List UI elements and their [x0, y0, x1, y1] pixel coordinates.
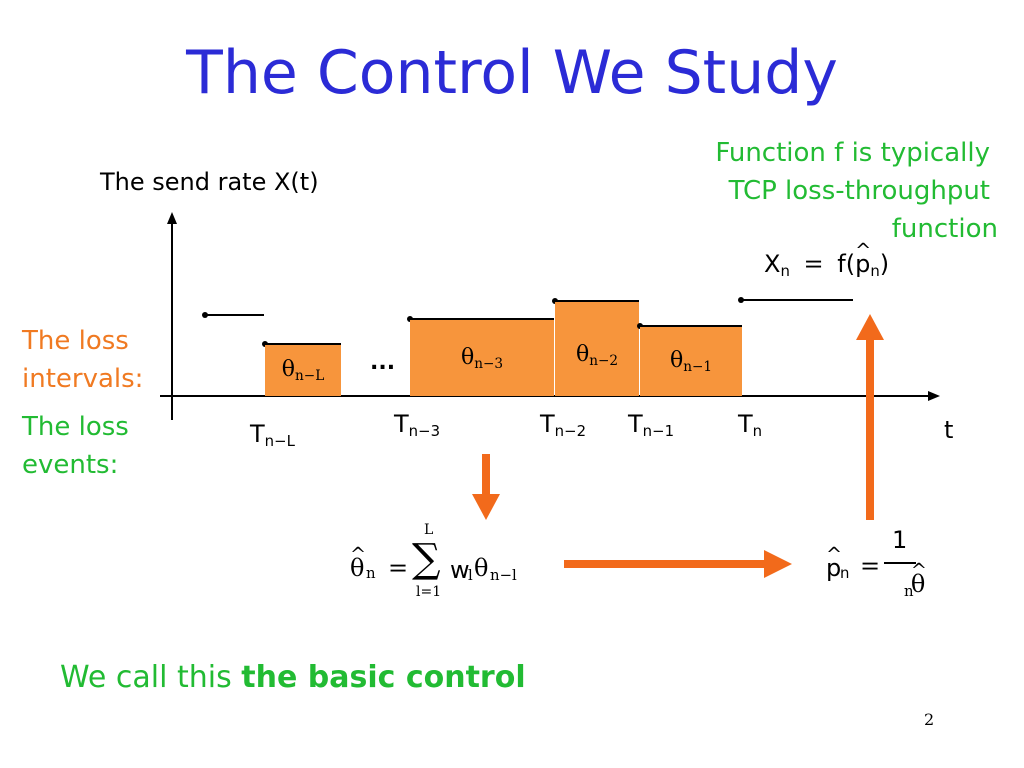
interval-bar-n-1: θn−1 [640, 325, 742, 396]
interval-label: θn−L [281, 357, 325, 384]
note-line-2: TCP loss-throughput [728, 176, 990, 206]
interval-bar-n-3: θn−3 [410, 318, 554, 396]
loss-events-label: The loss events: [22, 412, 129, 480]
y-axis-arrowhead [167, 212, 177, 224]
weighted-average-formula: ^θ n = L ∑ l=1 w l θ n−l [350, 522, 517, 600]
event-label-n-2: Tn−2 [540, 410, 587, 441]
ellipsis: ... [370, 350, 396, 375]
function-note: Function f is typically TCP loss-through… [640, 134, 998, 248]
right-arrow-head [764, 550, 792, 578]
interval-label: θn−2 [575, 342, 619, 369]
interval-bar-n-2: θn−2 [555, 300, 639, 396]
step-line-5 [741, 299, 853, 301]
note-line-3: function [891, 214, 998, 244]
throughput-formula: Xn = f(^pn) [764, 239, 890, 281]
down-arrow-head [472, 494, 500, 520]
loss-rate-formula: ^p n = 1 ^θ n [826, 526, 927, 600]
event-label-n-L: Tn−L [250, 420, 295, 451]
page-number: 2 [924, 710, 935, 729]
interval-label: θn−3 [460, 344, 504, 372]
note-line-1: Function f is typically [715, 138, 990, 168]
x-axis-arrowhead [928, 391, 940, 401]
event-label-n-3: Tn−3 [394, 410, 441, 441]
interval-bar-n-L: θn−L [265, 343, 341, 396]
step-line-0 [205, 314, 264, 316]
y-axis-label: The send rate X(t) [100, 168, 319, 196]
interval-label: θn−1 [669, 348, 713, 375]
event-label-n-1: Tn−1 [628, 410, 675, 441]
slide-title: The Control We Study [186, 38, 838, 108]
x-axis-label: t [944, 416, 954, 444]
event-label-n: Tn [738, 410, 763, 441]
fraction-bar [884, 562, 916, 564]
conclusion-text: We call this the basic control [60, 660, 526, 695]
loss-intervals-label: The loss intervals: [22, 326, 144, 394]
up-arrow-head [856, 314, 884, 340]
